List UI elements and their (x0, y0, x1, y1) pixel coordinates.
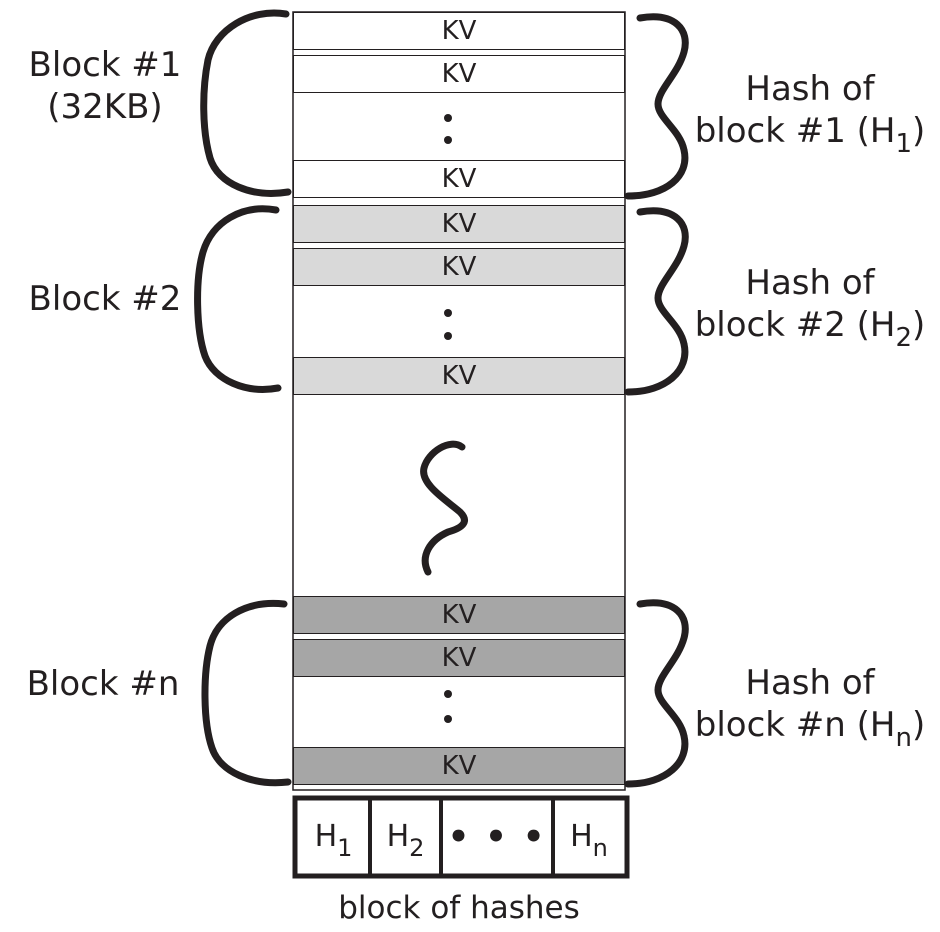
block1-hash-prefix: block #1 (H (694, 111, 896, 151)
block2-right-brace (624, 207, 689, 396)
blockn-label: Block #n (26, 664, 180, 704)
hash-cell-n-main: H (570, 819, 593, 854)
block1-kv-row-2: KV (293, 55, 625, 93)
block2-left-bracket (194, 205, 282, 393)
block1-ellipsis (444, 114, 452, 144)
hash-block-outline (292, 795, 630, 879)
blockn-hash-line1: Hash of (745, 663, 875, 703)
hash-cell-2-main: H (386, 819, 410, 854)
blockn-right-brace (624, 599, 689, 788)
blockn-kv-row-2: KV (293, 639, 625, 677)
block2-hash-line1: Hash of (745, 263, 875, 303)
hash-cell-n-sub: n (592, 834, 608, 862)
block2-label: Block #2 (28, 279, 182, 319)
omission-squiggle (420, 440, 468, 576)
block2-hash-line2: block #2 (H2) (690, 304, 930, 353)
block1-kv-row-1: KV (293, 12, 625, 50)
blockn-hash-suffix: ) (911, 705, 926, 745)
blockn-hash-prefix: block #n (H (694, 705, 896, 745)
hash-cell-2-sub: 2 (409, 834, 425, 862)
block1-left-bracket (200, 9, 292, 197)
blockn-kv-row-last: KV (293, 747, 625, 785)
block1-hash-suffix: ) (912, 111, 926, 151)
block1-right-brace (624, 13, 689, 200)
hash-block-caption: block of hashes (338, 890, 580, 926)
hash-cell-1-main: H (314, 819, 338, 854)
block2-kv-row-1: KV (293, 205, 625, 243)
blockn-hash-label: Hash of block #n (Hn) (690, 662, 930, 753)
block2-hash-suffix: ) (912, 305, 926, 345)
block1-label: Block #1 (32KB) (20, 44, 190, 128)
block2-kv-row-2: KV (293, 248, 625, 286)
block1-label-line1: Block #1 (28, 45, 182, 85)
hash-cell-2: H2 (370, 798, 441, 876)
hash-cell-n: Hn (553, 798, 625, 876)
hash-cell-ellipsis-main: • • • (447, 817, 547, 857)
block1-hash-label: Hash of block #1 (H1) (690, 68, 930, 159)
block2-hash-prefix: block #2 (H (694, 305, 896, 345)
block2-hash-label: Hash of block #2 (H2) (690, 262, 930, 353)
blockn-hash-sub: n (895, 723, 912, 753)
block1-hash-line1: Hash of (745, 69, 875, 109)
hash-cell-ellipsis: • • • (441, 798, 553, 876)
block1-kv-row-last: KV (293, 160, 625, 198)
blockn-kv-row-1: KV (293, 596, 625, 634)
block1-hash-line2: block #1 (H1) (690, 110, 930, 159)
block1-hash-sub: 1 (895, 129, 913, 159)
blockn-hash-line2: block #n (Hn) (690, 704, 930, 753)
block2-kv-row-last: KV (293, 357, 625, 395)
block2-ellipsis (444, 309, 452, 340)
blockn-left-bracket (201, 599, 292, 787)
hash-cell-1: H1 (297, 798, 370, 876)
hash-cell-1-sub: 1 (337, 834, 353, 862)
block1-label-line2: (32KB) (47, 87, 163, 127)
blockn-ellipsis (444, 690, 452, 723)
block2-hash-sub: 2 (895, 323, 913, 353)
